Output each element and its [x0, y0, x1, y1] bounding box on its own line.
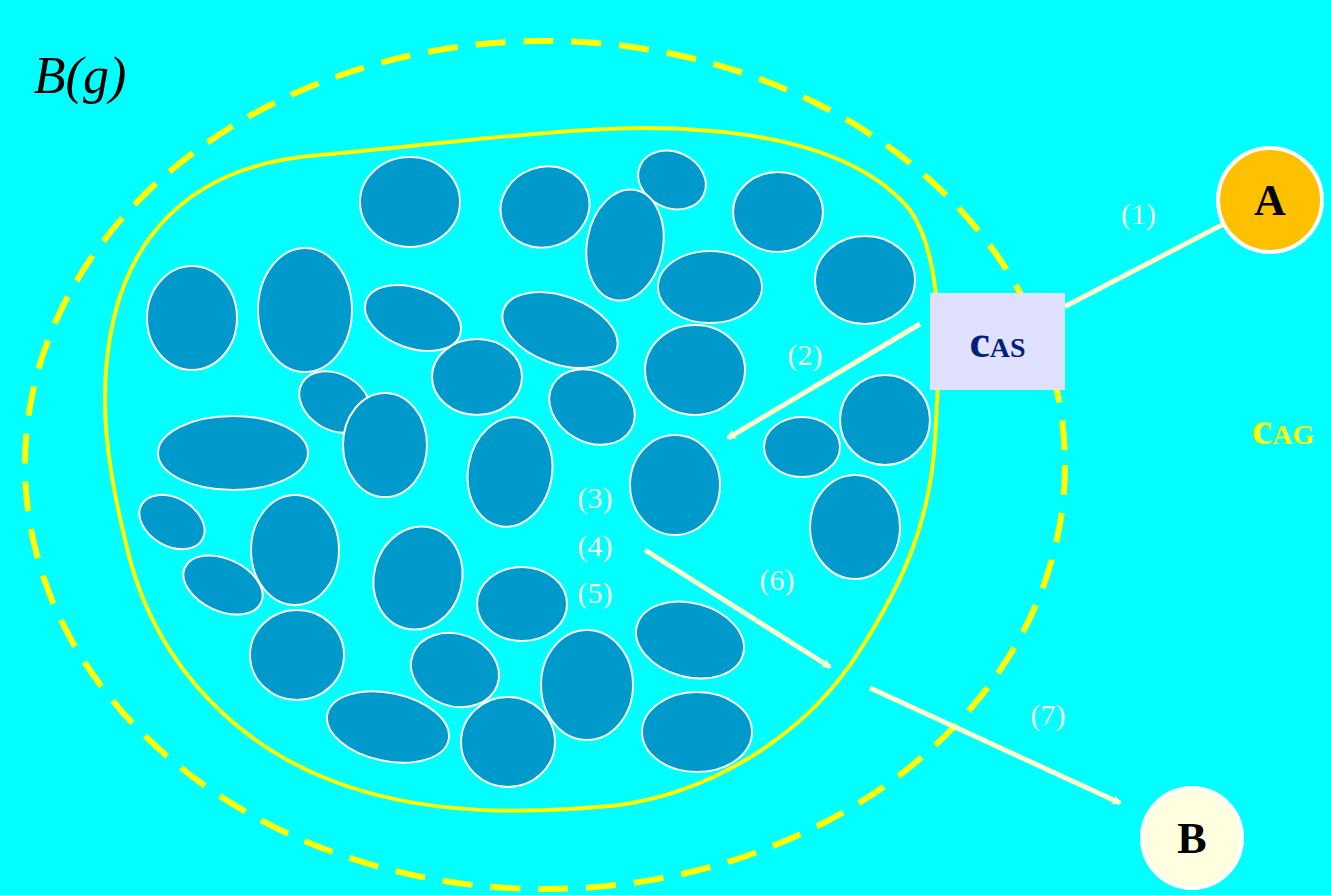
node-text: cAS: [969, 315, 1025, 368]
step-number: (4): [578, 529, 613, 563]
surface-concentration-box: cAS: [930, 293, 1065, 390]
gas-label: B(g): [34, 46, 126, 105]
step-number: (6): [760, 563, 795, 597]
transport-line: [1065, 225, 1222, 307]
step-number: (1): [1121, 197, 1156, 231]
film-boundary: [25, 41, 1065, 889]
diffusion-arrows: [645, 324, 1120, 803]
product-circle: B: [1140, 786, 1244, 890]
node-text: B: [1177, 813, 1206, 864]
step-number: (7): [1031, 698, 1066, 732]
step-number: (2): [788, 338, 823, 372]
step-number: (3): [578, 481, 613, 515]
pores: [130, 140, 930, 787]
node-text: A: [1254, 175, 1286, 226]
step-number: (5): [578, 576, 613, 610]
particle-surface: [105, 128, 939, 811]
bulk-concentration: cAG: [1252, 402, 1314, 455]
reactant-circle: A: [1216, 146, 1324, 254]
